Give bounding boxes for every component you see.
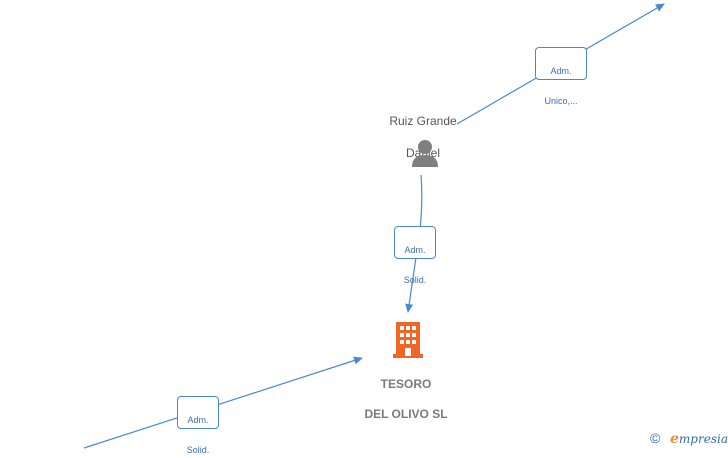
empresia-logo: empresia <box>670 431 728 447</box>
empresia-logo-initial: e <box>670 431 679 447</box>
company-name-line2: DEL OLIVO SL <box>364 407 448 421</box>
person-name-line1: Ruiz Grande <box>389 114 457 128</box>
company-building-icon[interactable] <box>393 322 423 358</box>
edge-badge-line1: Adm. <box>404 245 426 255</box>
edge-badge-line2: Solid. <box>403 275 427 285</box>
edge-badge-adm-unico[interactable]: Adm. Unico,... <box>535 47 587 106</box>
edge-badge-adm-solid-bottom[interactable]: Adm. Solid. <box>177 396 219 455</box>
company-name-line1: TESORO <box>380 377 432 391</box>
copyright-symbol: © <box>650 430 661 446</box>
edge-offscreen-to-company <box>83 356 363 449</box>
company-name[interactable]: TESORO DEL OLIVO SL <box>345 362 467 422</box>
edge-badge-line2: Unico,... <box>544 96 578 106</box>
edge-badge-line1: Adm. <box>550 66 572 76</box>
edge-badge-line1: Adm. <box>187 415 209 425</box>
edge-badge-adm-solid-top[interactable]: Adm. Solid. <box>394 226 436 285</box>
person-icon[interactable] <box>410 138 440 168</box>
empresia-logo-text: mpresia <box>678 432 728 446</box>
edge-badge-line2: Solid. <box>186 445 210 455</box>
